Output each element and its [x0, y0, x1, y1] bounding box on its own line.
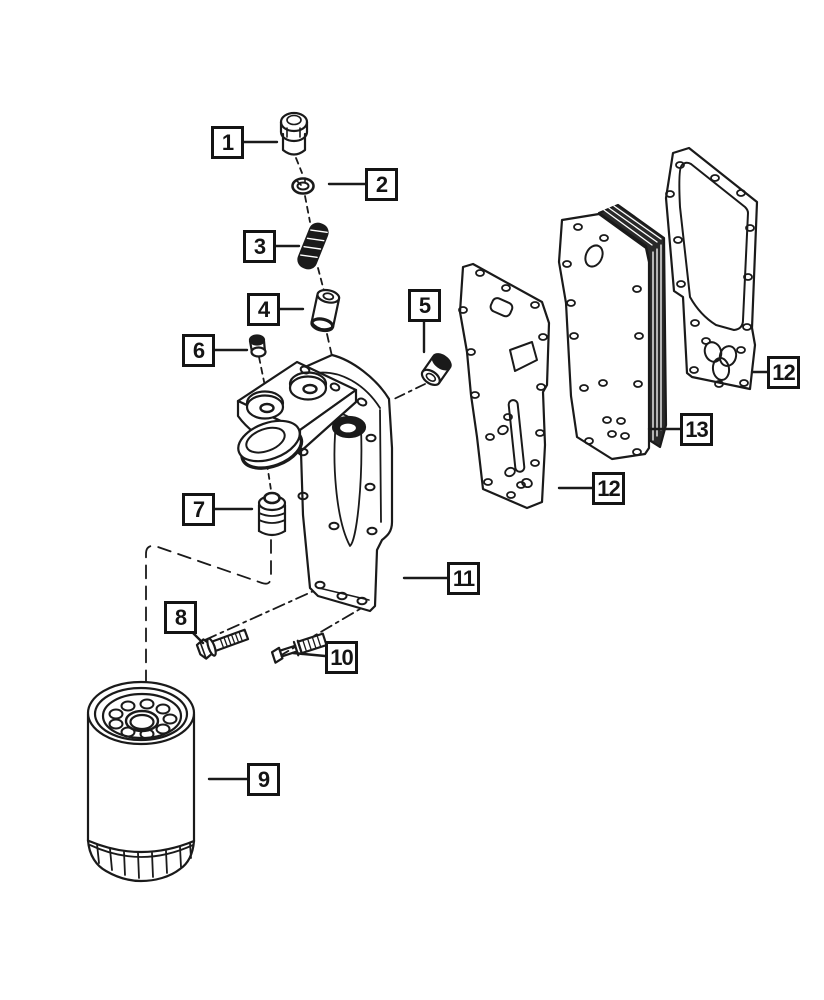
callout-13[interactable]: 13	[680, 413, 713, 446]
callout-12-left[interactable]: 12	[592, 472, 625, 505]
part-relief-valve-plug	[279, 111, 309, 156]
part-washer	[291, 177, 315, 195]
callout-6[interactable]: 6	[182, 334, 215, 367]
callout-2[interactable]: 2	[365, 168, 398, 201]
callout-4[interactable]: 4	[247, 293, 280, 326]
callout-10[interactable]: 10	[325, 641, 358, 674]
callout-7[interactable]: 7	[182, 493, 215, 526]
callout-12-right[interactable]: 12	[767, 356, 800, 389]
callout-1[interactable]: 1	[211, 126, 244, 159]
part-gasket-left	[458, 262, 551, 510]
callout-9[interactable]: 9	[247, 763, 280, 796]
callout-8[interactable]: 8	[164, 601, 197, 634]
callout-11[interactable]: 11	[447, 562, 480, 595]
part-gasket-right	[664, 146, 759, 391]
part-plug	[420, 353, 452, 387]
part-spring	[297, 222, 329, 270]
part-oil-filter	[86, 680, 196, 883]
part-filter-nipple	[257, 491, 287, 537]
part-oil-filter-adapter-housing	[236, 353, 394, 613]
callout-5[interactable]: 5	[408, 289, 441, 322]
part-stud	[270, 632, 328, 664]
part-bypass-valve	[310, 288, 341, 333]
part-oil-cooler	[557, 203, 668, 461]
part-small-plug	[248, 334, 267, 358]
callout-3[interactable]: 3	[243, 230, 276, 263]
part-bolt	[195, 628, 250, 660]
leader-lines	[191, 140, 769, 781]
